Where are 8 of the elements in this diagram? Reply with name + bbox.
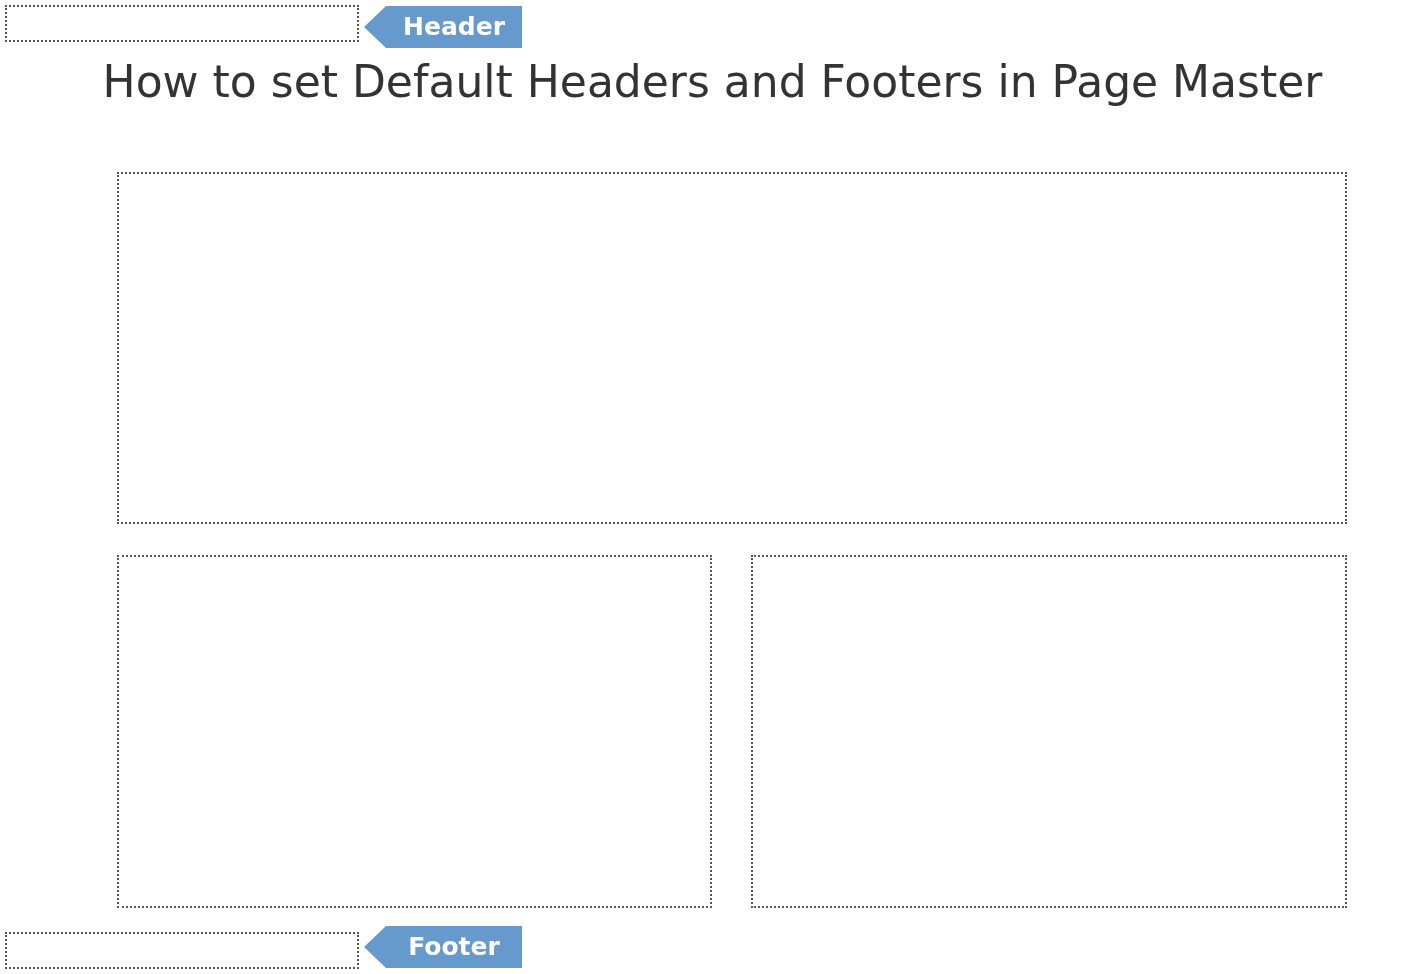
placeholder-box bbox=[117, 172, 1347, 524]
placeholder-box bbox=[117, 555, 712, 908]
page-title: How to set Default Headers and Footers in Page Master bbox=[101, 56, 1324, 107]
tag-label: Footer bbox=[364, 926, 522, 968]
placeholder-box bbox=[5, 5, 359, 42]
tag-label: Header bbox=[364, 6, 522, 48]
placeholder-box bbox=[751, 555, 1347, 908]
placeholder-box bbox=[5, 932, 359, 969]
